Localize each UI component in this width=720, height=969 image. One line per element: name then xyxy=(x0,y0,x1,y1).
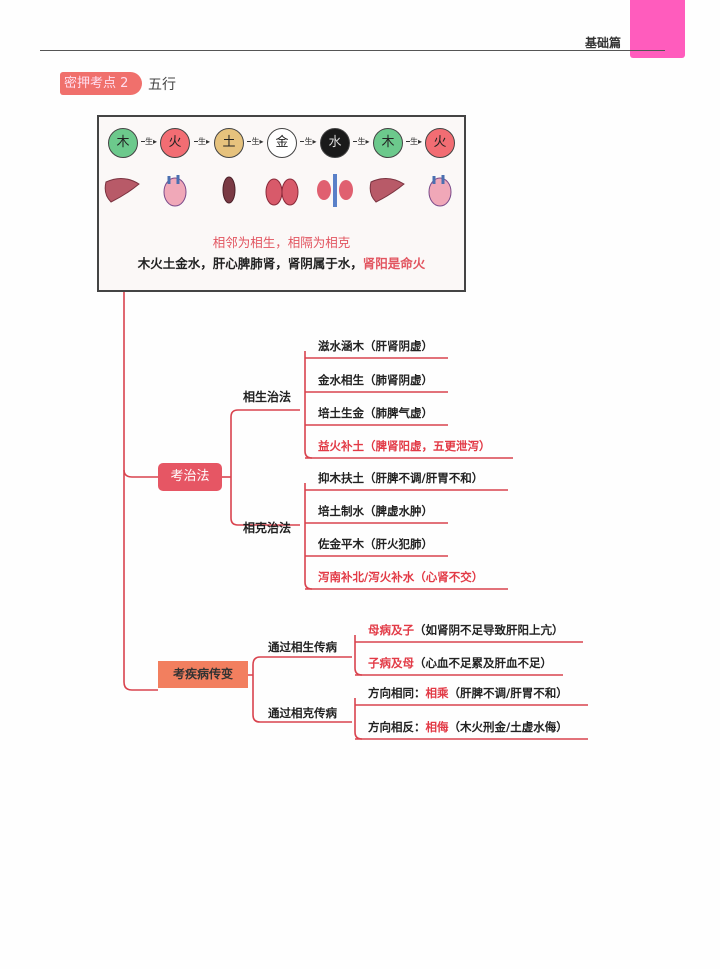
rule-line-2-red: 肾阳是命火 xyxy=(362,256,426,271)
node-transmission: 考疾病传变 xyxy=(158,661,248,688)
element-circle: 木 xyxy=(108,128,138,158)
connector-line xyxy=(354,635,363,676)
arrow-sheng: 生▸ xyxy=(190,136,214,147)
arrow-label: 生 xyxy=(357,137,366,146)
mindmap-leaf: 培土生金（肺脾气虚） xyxy=(318,406,433,420)
element-circle: 金 xyxy=(267,128,297,158)
mindmap-leaf: 方向相同：相乘（肝脾不调/肝胃不和） xyxy=(368,685,568,701)
arrow-sheng: 生▸ xyxy=(403,136,425,147)
mindmap-leaf: 子病及母（心血不足累及肝血不足） xyxy=(368,655,552,671)
arrow-label: 生 xyxy=(251,137,260,146)
rule-line-1: 相邻为相生，相隔为相克 xyxy=(212,235,351,250)
rule-line-2-black: 木火土金水，肝心脾肺肾，肾阴属于水， xyxy=(137,256,363,271)
mindmap-leaf: 培土制水（脾虚水肿） xyxy=(318,504,433,518)
node-ke-transmission: 通过相克传病 xyxy=(268,706,337,720)
leaf-highlight: 母病及子 xyxy=(368,623,414,637)
mindmap-leaf: 母病及子（如肾阴不足导致肝阳上亢） xyxy=(368,622,564,638)
mindmap-leaf: 佐金平木（肝火犯肺） xyxy=(318,537,433,551)
connector-line xyxy=(123,292,158,691)
arrow-label: 生 xyxy=(144,137,153,146)
element-circle: 水 xyxy=(320,128,350,158)
connector-line xyxy=(123,469,158,478)
mindmap-leaf: 金水相生（肺肾阴虚） xyxy=(318,373,433,387)
arrow-label: 生 xyxy=(409,137,418,146)
element-circle: 火 xyxy=(160,128,190,158)
arrow-label: 生 xyxy=(197,137,206,146)
arrow-sheng: 生▸ xyxy=(350,136,373,147)
connector-line xyxy=(248,656,352,723)
rule-line-2: 木火土金水，肝心脾肺肾，肾阴属于水，肾阳是命火 xyxy=(97,253,466,272)
connector-line xyxy=(354,698,363,740)
node-treatment: 考治法 xyxy=(158,463,222,491)
connector-line xyxy=(230,409,300,526)
mindmap-leaf: 益火补土（脾肾阳虚，五更泄泻） xyxy=(318,439,491,453)
leaf-highlight: 子病及母 xyxy=(368,656,414,670)
leaf-detail: （木火刑金/土虚水侮） xyxy=(448,720,568,734)
element-circle: 火 xyxy=(425,128,455,158)
mindmap-leaf: 方向相反：相侮（木火刑金/土虚水侮） xyxy=(368,719,568,735)
chapter-tab xyxy=(630,0,685,58)
leaf-highlight: 相乘 xyxy=(425,686,449,700)
mindmap-leaf: 抑木扶土（肝脾不调/肝胃不和） xyxy=(318,471,484,485)
arrow-sheng: 生▸ xyxy=(297,136,320,147)
leaf-prefix: 方向相同： xyxy=(368,686,426,700)
element-circle: 土 xyxy=(214,128,244,158)
leaf-detail: （心血不足累及肝血不足） xyxy=(414,656,552,670)
leaf-detail: （如肾阴不足导致肝阳上亢） xyxy=(414,623,564,637)
leaf-detail: （肝脾不调/肝胃不和） xyxy=(448,686,568,700)
header-divider xyxy=(40,50,665,51)
connector-line xyxy=(304,351,313,459)
mindmap-leaf: 泻南补北/泻火补水（心肾不交） xyxy=(318,570,484,584)
connector-line xyxy=(304,483,313,590)
arrow-label: 生 xyxy=(304,137,313,146)
mindmap-leaf: 滋水涵木（肝肾阴虚） xyxy=(318,339,433,353)
arrow-sheng: 生▸ xyxy=(138,136,160,147)
node-sheng-transmission: 通过相生传病 xyxy=(268,640,337,654)
node-sheng-treatment: 相生治法 xyxy=(243,390,292,404)
section-title: 五行 xyxy=(148,77,176,93)
node-ke-treatment: 相克治法 xyxy=(243,521,292,535)
element-circle: 木 xyxy=(373,128,403,158)
leaf-prefix: 方向相反： xyxy=(368,720,426,734)
section-label: 基础篇 xyxy=(585,36,622,50)
leaf-highlight: 相侮 xyxy=(425,720,449,734)
key-point-badge: 密押考点 2 xyxy=(60,72,142,95)
arrow-sheng: 生▸ xyxy=(244,136,267,147)
